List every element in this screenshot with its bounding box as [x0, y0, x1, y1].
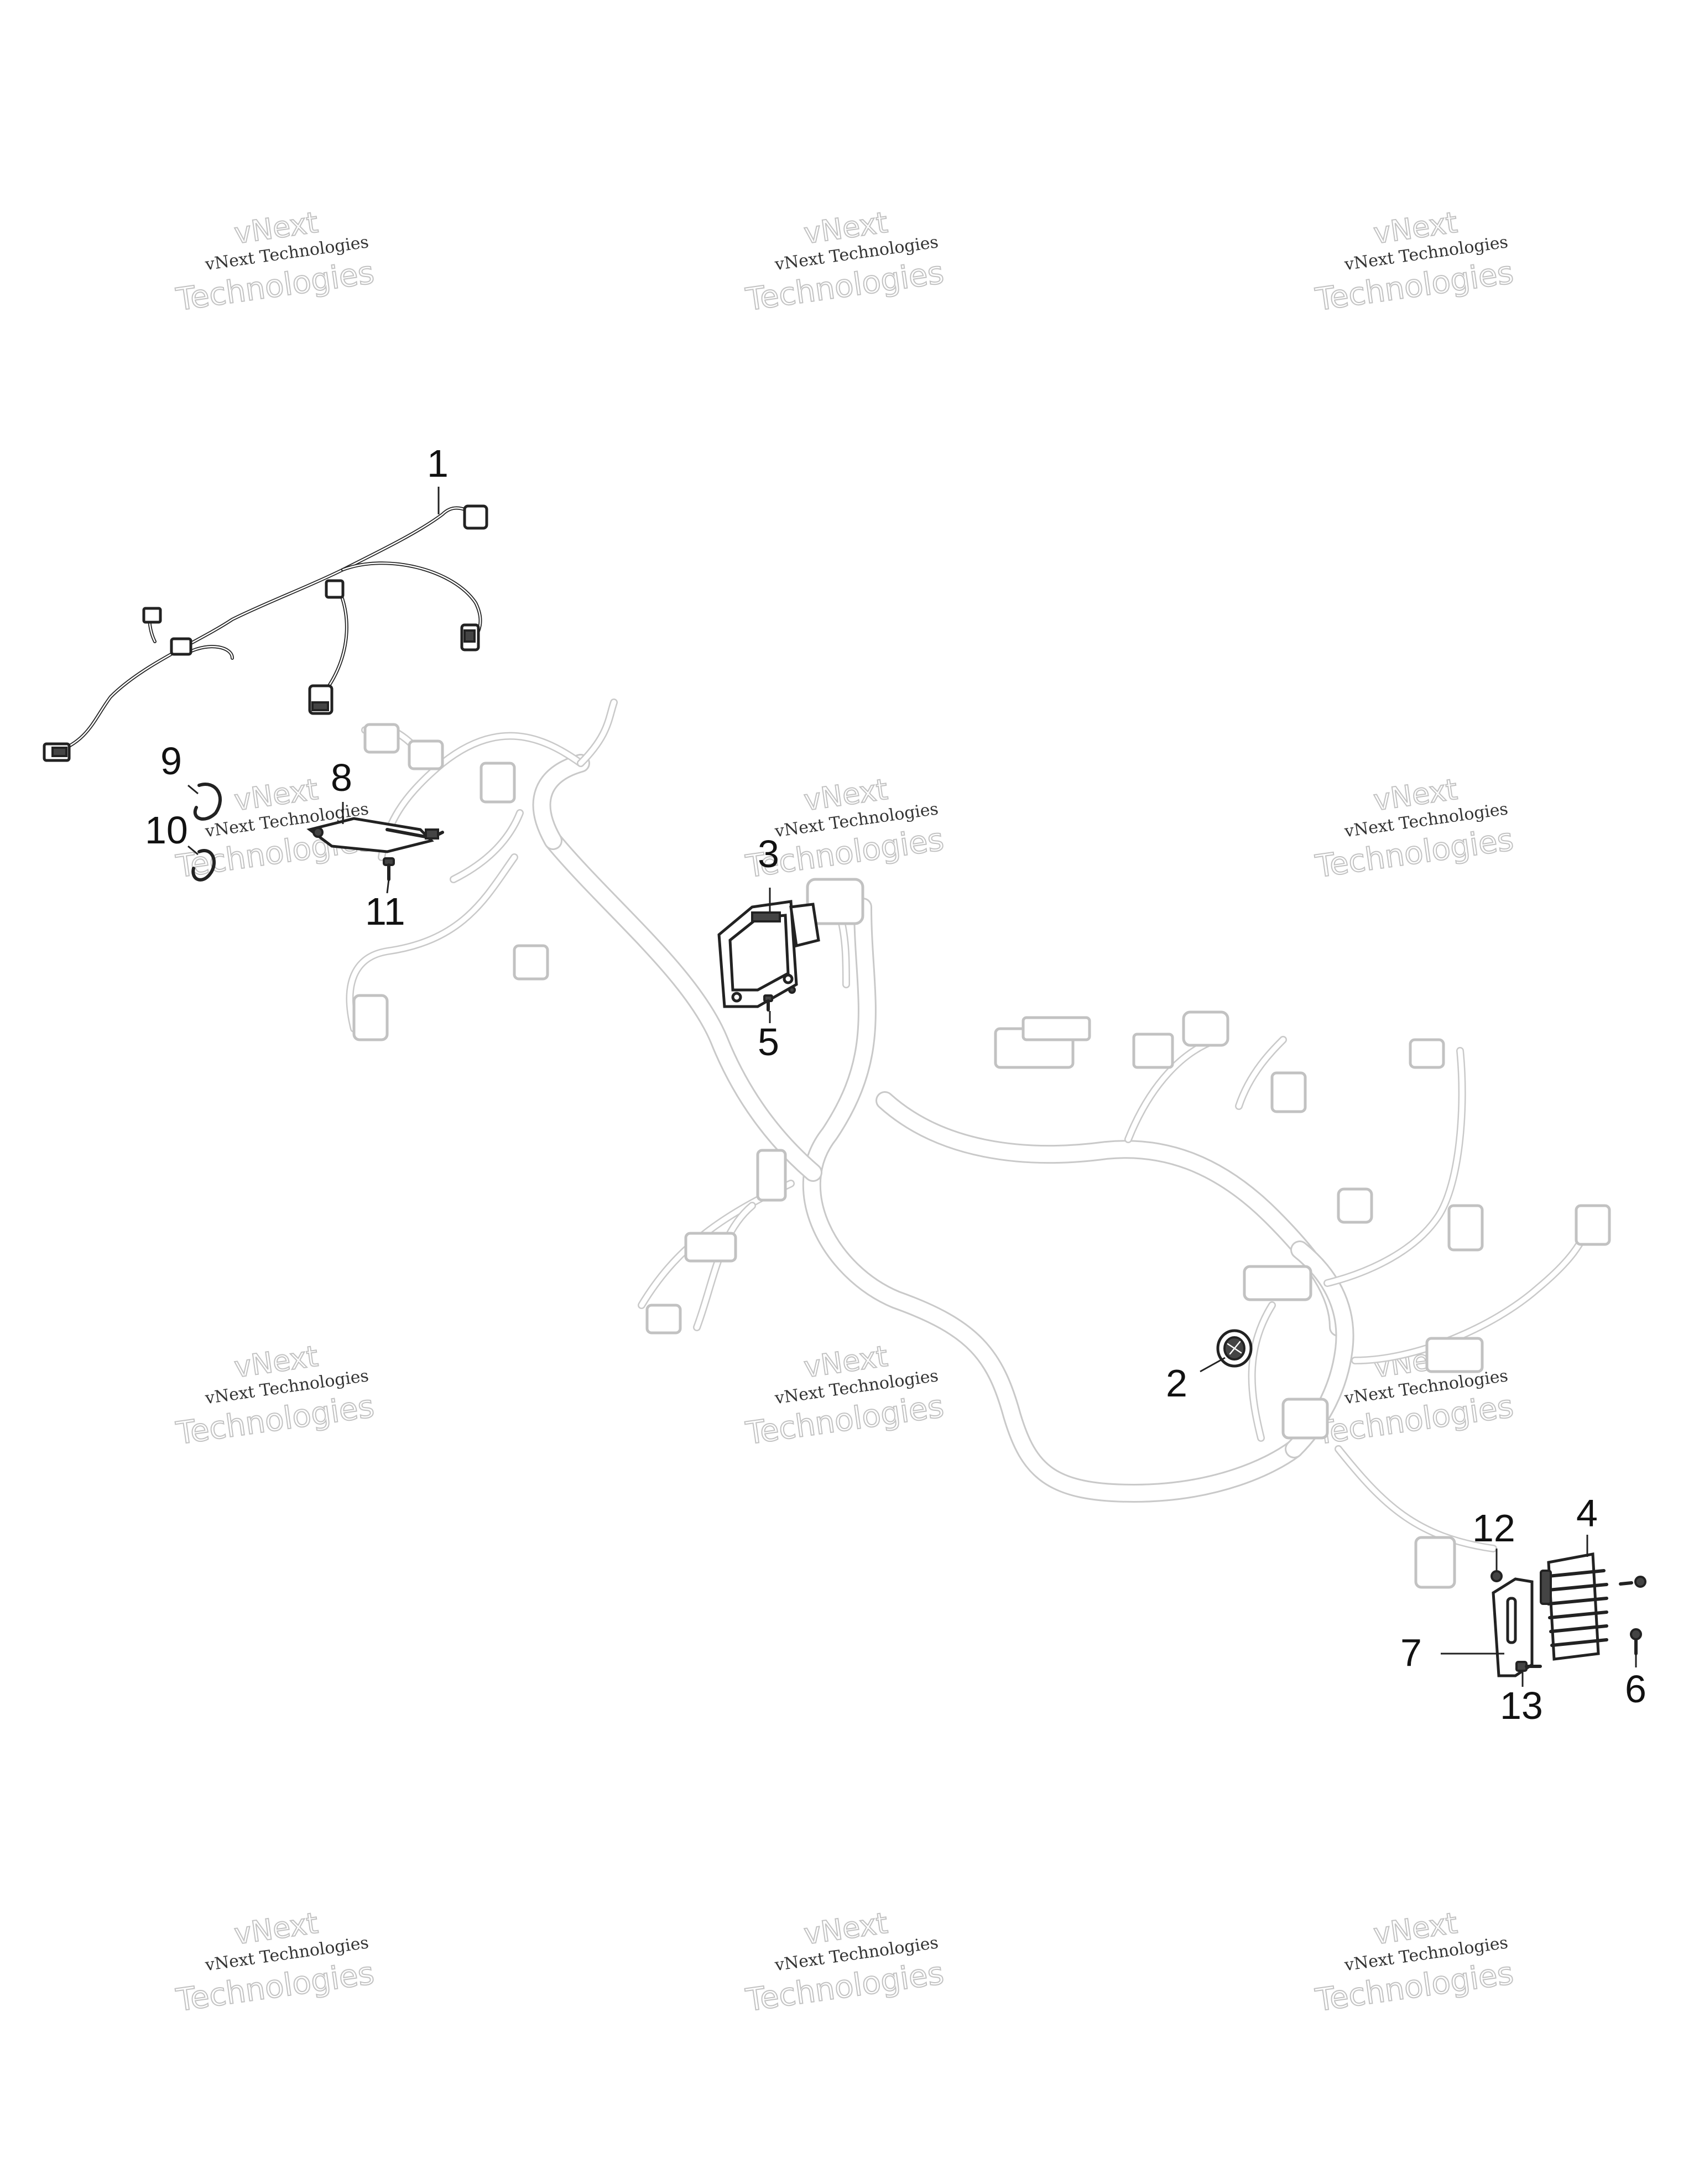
- leader-lines: [187, 487, 1637, 1687]
- watermark: vNext vNext Technologies Technologies: [173, 1906, 377, 2019]
- callout-11: 11: [365, 890, 405, 933]
- mounting-bracket: [1492, 1577, 1534, 1677]
- watermark: vNext vNext Technologies Technologies: [1312, 206, 1516, 319]
- watermark: vNext vNext Technologies Technologies: [743, 206, 946, 319]
- callout-8: 8: [331, 756, 352, 799]
- main-harness-ghost: [346, 699, 1611, 1589]
- grommet: [1216, 1329, 1253, 1368]
- callout-7: 7: [1400, 1631, 1422, 1674]
- callout-6: 6: [1625, 1667, 1646, 1711]
- callout-9: 9: [160, 739, 182, 783]
- nut-12: [1490, 1570, 1503, 1582]
- callout-3: 3: [758, 832, 779, 875]
- bolt-13: [1515, 1661, 1542, 1672]
- callout-4: 4: [1576, 1492, 1598, 1535]
- ecu-module: [717, 900, 820, 1008]
- callout-10: 10: [145, 809, 188, 852]
- watermark: vNext vNext Technologies Technologies: [173, 206, 377, 319]
- regulator-module: [1540, 1552, 1608, 1661]
- callout-numbers: 1 2 3 4 5 6 7 8 9 10 11 12 13: [145, 442, 1646, 1727]
- watermark: vNext vNext Technologies Technologies: [173, 1339, 377, 1452]
- bracket-connector: [306, 817, 444, 853]
- callout-12: 12: [1472, 1507, 1515, 1550]
- callout-2: 2: [1166, 1362, 1187, 1405]
- callout-1: 1: [427, 442, 449, 485]
- clamp-9: [193, 783, 222, 821]
- sub-harness: [43, 504, 488, 762]
- watermark: vNext vNext Technologies Technologies: [1312, 1906, 1516, 2019]
- callout-13: 13: [1500, 1684, 1543, 1727]
- callout-5: 5: [758, 1020, 779, 1064]
- watermark: vNext vNext Technologies Technologies: [743, 1339, 946, 1452]
- screw-6: [1619, 1576, 1646, 1655]
- screw-11: [383, 857, 395, 881]
- watermark: vNext vNext Technologies Technologies: [743, 1906, 946, 2019]
- screw-5: [763, 986, 796, 1012]
- watermark: vNext vNext Technologies Technologies: [1312, 773, 1516, 885]
- clamp-10: [191, 849, 216, 882]
